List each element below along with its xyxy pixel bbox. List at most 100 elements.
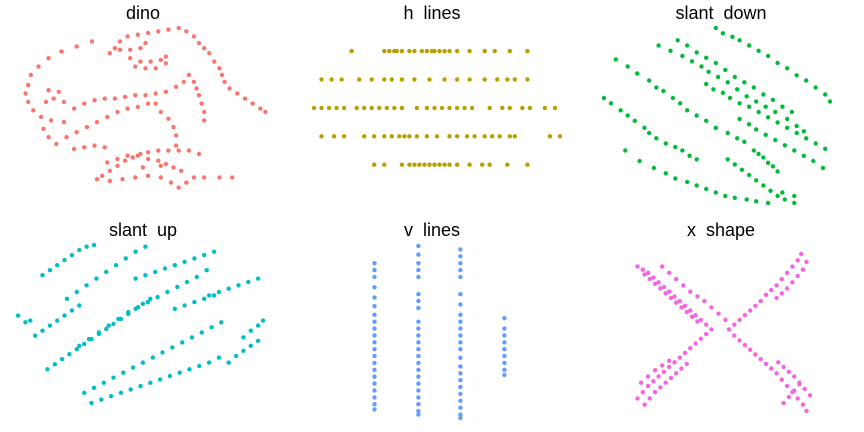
data-point (196, 40, 202, 46)
data-point (135, 104, 140, 110)
data-point (153, 66, 158, 71)
data-point (202, 46, 207, 51)
data-point (792, 388, 797, 393)
data-point (660, 264, 665, 269)
data-point (372, 312, 377, 317)
data-point (784, 383, 790, 389)
data-point (199, 101, 204, 106)
data-point (507, 105, 512, 111)
data-point (480, 162, 485, 167)
data-point (797, 382, 802, 387)
data-point (823, 146, 828, 151)
data-point (458, 405, 463, 410)
points-dino (23, 25, 268, 190)
data-point (756, 48, 761, 53)
data-point (143, 273, 148, 278)
data-point (454, 134, 460, 139)
panel-v-lines: v lines (372, 220, 507, 421)
data-point (765, 200, 771, 206)
data-point (542, 105, 548, 111)
data-point (776, 360, 781, 365)
data-point (104, 326, 109, 332)
data-point (454, 162, 460, 167)
data-point (782, 197, 787, 202)
data-point (424, 134, 430, 139)
data-point (698, 336, 704, 341)
data-point (46, 135, 51, 140)
data-point (795, 258, 800, 263)
data-point (723, 193, 728, 199)
data-point (121, 370, 126, 375)
data-point (786, 369, 792, 374)
data-point (28, 72, 33, 78)
data-point (685, 43, 690, 48)
data-point (64, 135, 69, 140)
data-point (357, 77, 362, 82)
data-point (176, 25, 181, 31)
data-point (369, 105, 374, 111)
data-point (135, 305, 141, 310)
data-point (145, 150, 151, 155)
data-point (212, 59, 217, 64)
data-point (125, 106, 130, 111)
data-point (133, 93, 138, 98)
data-point (341, 105, 347, 111)
data-point (693, 341, 698, 346)
data-point (654, 85, 659, 90)
data-point (71, 146, 77, 152)
data-point (525, 77, 530, 82)
data-point (143, 244, 148, 249)
data-point (458, 355, 463, 360)
data-point (74, 130, 79, 135)
data-point (181, 79, 186, 85)
data-point (792, 374, 797, 379)
data-point (125, 153, 130, 158)
data-point (645, 383, 651, 389)
data-point (242, 96, 248, 101)
data-point (138, 46, 143, 51)
data-point (702, 298, 707, 304)
data-point (248, 328, 253, 333)
data-point (792, 200, 797, 206)
data-point (163, 161, 169, 167)
data-point (635, 71, 640, 76)
data-point (458, 274, 463, 280)
data-point (156, 158, 161, 163)
data-point (661, 369, 667, 374)
data-point (153, 101, 158, 106)
data-point (153, 91, 158, 96)
data-point (255, 338, 261, 343)
data-point (163, 54, 169, 59)
data-point (171, 124, 176, 130)
data-point (89, 400, 94, 406)
data-point (84, 124, 90, 130)
data-point (497, 134, 502, 139)
data-point (424, 48, 430, 54)
data-point (502, 333, 507, 338)
data-point (372, 388, 377, 393)
data-point (160, 350, 165, 355)
data-point (732, 333, 737, 338)
data-point (495, 77, 500, 82)
data-point (458, 319, 463, 324)
data-point (462, 105, 467, 111)
data-point (688, 308, 693, 313)
data-point (36, 64, 41, 69)
data-point (166, 148, 171, 153)
data-point (158, 163, 163, 168)
data-point (763, 292, 769, 297)
data-point (255, 323, 261, 328)
data-point (416, 374, 421, 379)
data-point (71, 106, 77, 111)
panel-title-h-lines: h lines (403, 3, 460, 23)
data-point (196, 93, 202, 98)
data-point (416, 367, 421, 372)
data-point (115, 156, 120, 162)
data-point (804, 408, 809, 414)
data-point (660, 363, 665, 368)
data-point (77, 247, 82, 253)
data-point (236, 283, 241, 288)
data-point (62, 313, 67, 318)
data-point (133, 249, 138, 254)
